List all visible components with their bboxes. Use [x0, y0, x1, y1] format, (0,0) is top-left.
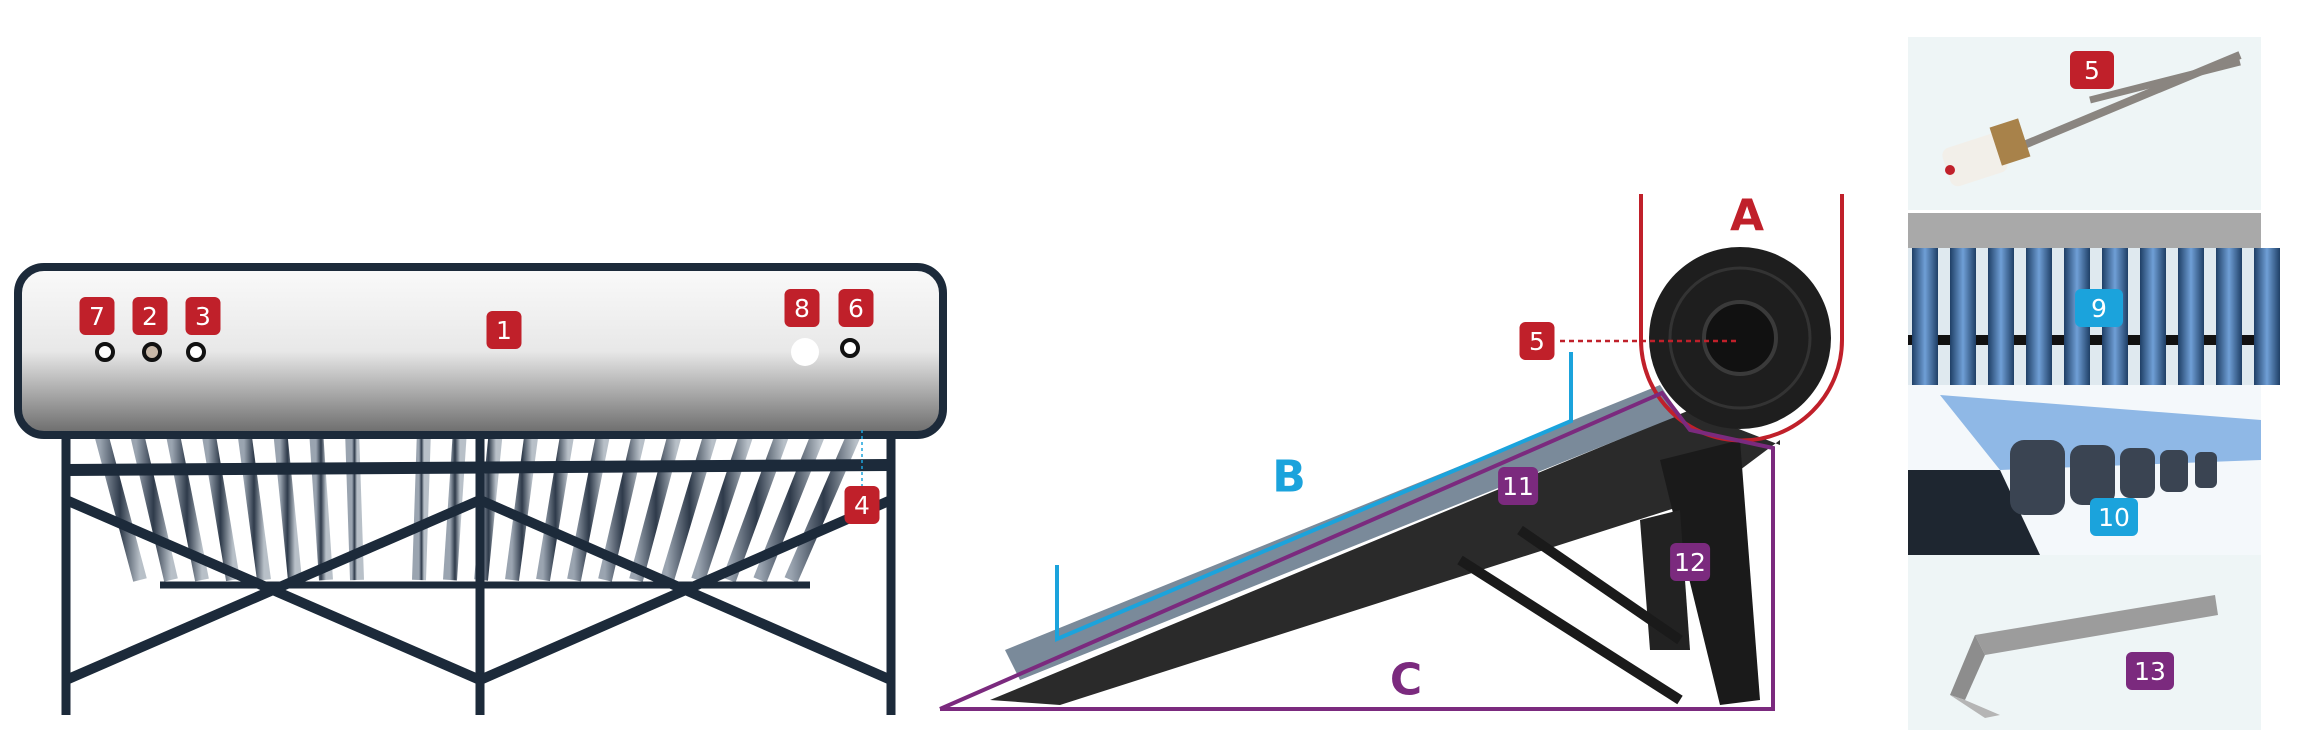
tank-ports	[95, 338, 860, 366]
vacuum-tube	[237, 429, 271, 581]
vacuum-tube	[567, 428, 611, 582]
label-11: 11	[1498, 467, 1538, 505]
letter-a: A	[1729, 190, 1765, 242]
detail-panel-bracket	[1908, 555, 2261, 730]
storage-tank	[14, 263, 947, 439]
vacuum-tube-closeup	[1988, 248, 2014, 385]
vacuum-tube	[412, 429, 431, 581]
label-13: 13	[2126, 652, 2174, 690]
vacuum-tube-closeup	[2178, 248, 2204, 385]
side-view-heater	[939, 194, 1844, 711]
vacuum-tube-closeup	[2026, 248, 2052, 385]
vacuum-tube	[629, 428, 683, 582]
label-8: 8	[784, 289, 820, 327]
vacuum-tube	[691, 427, 755, 583]
vacuum-tube	[443, 429, 467, 581]
vacuum-tube	[309, 429, 333, 581]
letter-c: C	[1389, 654, 1423, 706]
vacuum-tubes	[93, 427, 863, 583]
vacuum-tube	[93, 428, 147, 582]
vacuum-tube	[722, 427, 791, 583]
letter-b: B	[1272, 451, 1306, 503]
vacuum-tube	[660, 427, 719, 583]
vacuum-tube-closeup	[2140, 248, 2166, 385]
vacuum-tube	[536, 428, 575, 582]
bracket-c	[939, 390, 1775, 711]
vacuum-tube-closeup	[1950, 248, 1976, 385]
label-5-detail: 5	[2070, 51, 2114, 89]
label-2: 2	[132, 297, 168, 335]
vacuum-tube	[201, 428, 240, 582]
vacuum-tube-closeup	[1912, 248, 1938, 385]
vacuum-tube	[129, 428, 178, 582]
label-5-side: 5	[1519, 322, 1555, 360]
side-frame	[990, 410, 1780, 705]
detail-panel-end-caps	[1908, 385, 2261, 555]
label-12: 12	[1670, 543, 1710, 581]
vacuum-tube	[784, 427, 863, 583]
label-1: 1	[486, 311, 522, 349]
label-3: 3	[185, 297, 221, 335]
bracket-b	[1055, 352, 1573, 643]
vacuum-tube-closeup	[2216, 248, 2242, 385]
label-4: 4	[844, 486, 880, 524]
label-10: 10	[2090, 498, 2138, 536]
front-view-heater	[14, 263, 947, 715]
support-frame	[61, 435, 896, 715]
label-9: 9	[2075, 289, 2123, 327]
label-7: 7	[79, 297, 115, 335]
label-6: 6	[838, 289, 874, 327]
vacuum-tube-closeup	[2254, 248, 2280, 385]
vacuum-tube	[505, 429, 539, 581]
vacuum-tube	[273, 429, 302, 581]
